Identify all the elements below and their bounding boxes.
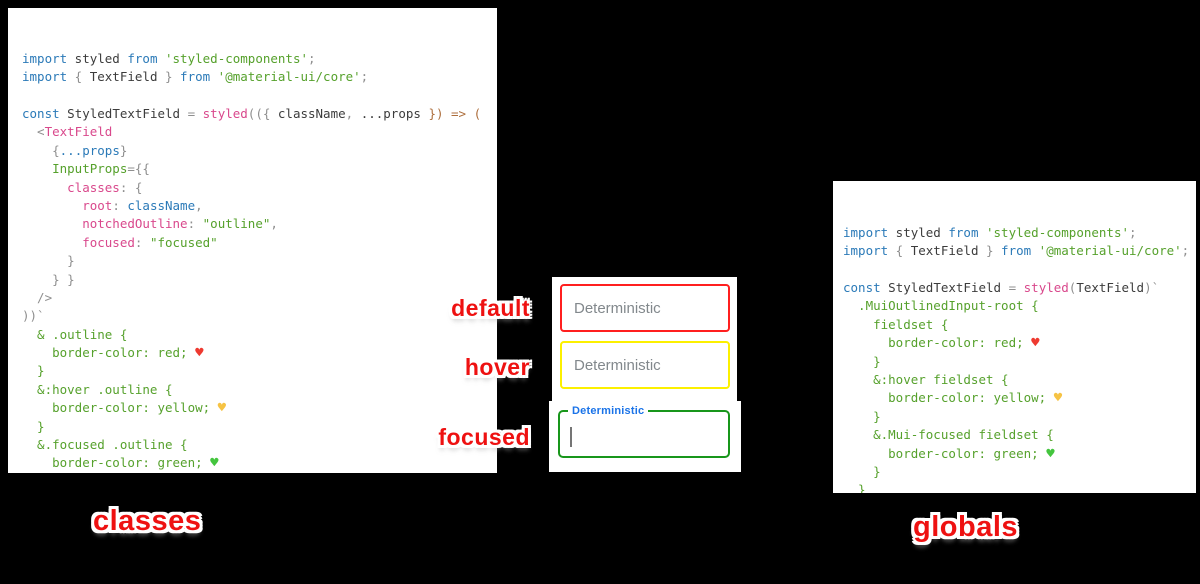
code-line: } (22, 363, 45, 379)
code-line: border-color: yellow; ♥ (843, 390, 1063, 407)
code-line: notchedOutline: "outline", (22, 216, 278, 232)
textfield-hover-input[interactable] (562, 343, 728, 387)
annotation-globals: globals (913, 511, 1019, 543)
code-line: {...props} (22, 142, 128, 158)
code-line: import styled from 'styled-components'; (843, 224, 1137, 240)
code-line: ))` (22, 308, 45, 324)
code-line: const StyledTextField = styled(({ classN… (22, 105, 482, 121)
code-line: &:hover .outline { (22, 381, 173, 397)
heart-red-icon: ♥ (1031, 335, 1040, 352)
heart-green-icon: ♥ (210, 455, 219, 472)
annotation-focused: focused (438, 424, 530, 450)
code-line: &.Mui-focused fieldset { (843, 427, 1054, 443)
code-line: border-color: red; ♥ (843, 335, 1040, 352)
heart-yellow-icon: ♥ (1053, 390, 1063, 407)
code-line: } } (22, 271, 75, 287)
code-line: & .outline { (22, 326, 128, 342)
code-line: <TextField (22, 124, 113, 140)
code-line: border-color: green; ♥ (843, 445, 1055, 462)
code-line (843, 261, 1196, 279)
annotation-classes: classes (93, 505, 202, 537)
classes-code-panel: import styled from 'styled-components'; i… (8, 8, 497, 473)
globals-code: import styled from 'styled-components'; i… (843, 224, 1196, 493)
code-line: } (843, 463, 881, 479)
textfield-hover[interactable] (560, 341, 730, 389)
annotation-hover: hover (464, 354, 530, 380)
heart-green-icon: ♥ (1046, 445, 1055, 462)
code-line: InputProps={{ (22, 161, 150, 177)
heart-red-icon: ♥ (195, 345, 204, 362)
textfield-default-input[interactable] (562, 286, 728, 330)
code-line (22, 87, 497, 105)
code-line: } (22, 253, 75, 269)
textfield-focused[interactable]: Deterministic (558, 405, 730, 458)
demo-panel-lower (549, 401, 741, 472)
code-line: } (843, 353, 881, 369)
code-line: const StyledTextField = styled(TextField… (843, 279, 1160, 295)
annotation-default: default (451, 295, 530, 321)
textfield-focused-label: Deterministic (572, 405, 645, 417)
globals-code-panel: import styled from 'styled-components'; i… (833, 181, 1196, 493)
code-line: root: className, (22, 197, 203, 213)
text-cursor (570, 427, 572, 447)
code-line: } (843, 408, 881, 424)
code-line: import styled from 'styled-components'; (22, 50, 316, 66)
classes-code: import styled from 'styled-components'; i… (22, 50, 497, 473)
code-line: focused: "focused" (22, 234, 218, 250)
textfield-default[interactable] (560, 284, 730, 332)
code-line: import { TextField } from '@material-ui/… (22, 69, 369, 85)
code-line: fieldset { (843, 316, 949, 332)
code-line: border-color: red; ♥ (22, 345, 204, 362)
code-line: .MuiOutlinedInput-root { (843, 298, 1039, 314)
code-line: &:hover fieldset { (843, 371, 1009, 387)
code-line: classes: { (22, 179, 143, 195)
code-line: } (843, 482, 866, 493)
code-line: border-color: yellow; ♥ (22, 400, 227, 417)
code-line: import { TextField } from '@material-ui/… (843, 243, 1190, 259)
code-line: /> (22, 289, 53, 305)
code-line: } (22, 418, 45, 434)
code-line: border-color: green; ♥ (22, 455, 219, 472)
code-line: &.focused .outline { (22, 437, 188, 453)
heart-yellow-icon: ♥ (217, 400, 227, 417)
